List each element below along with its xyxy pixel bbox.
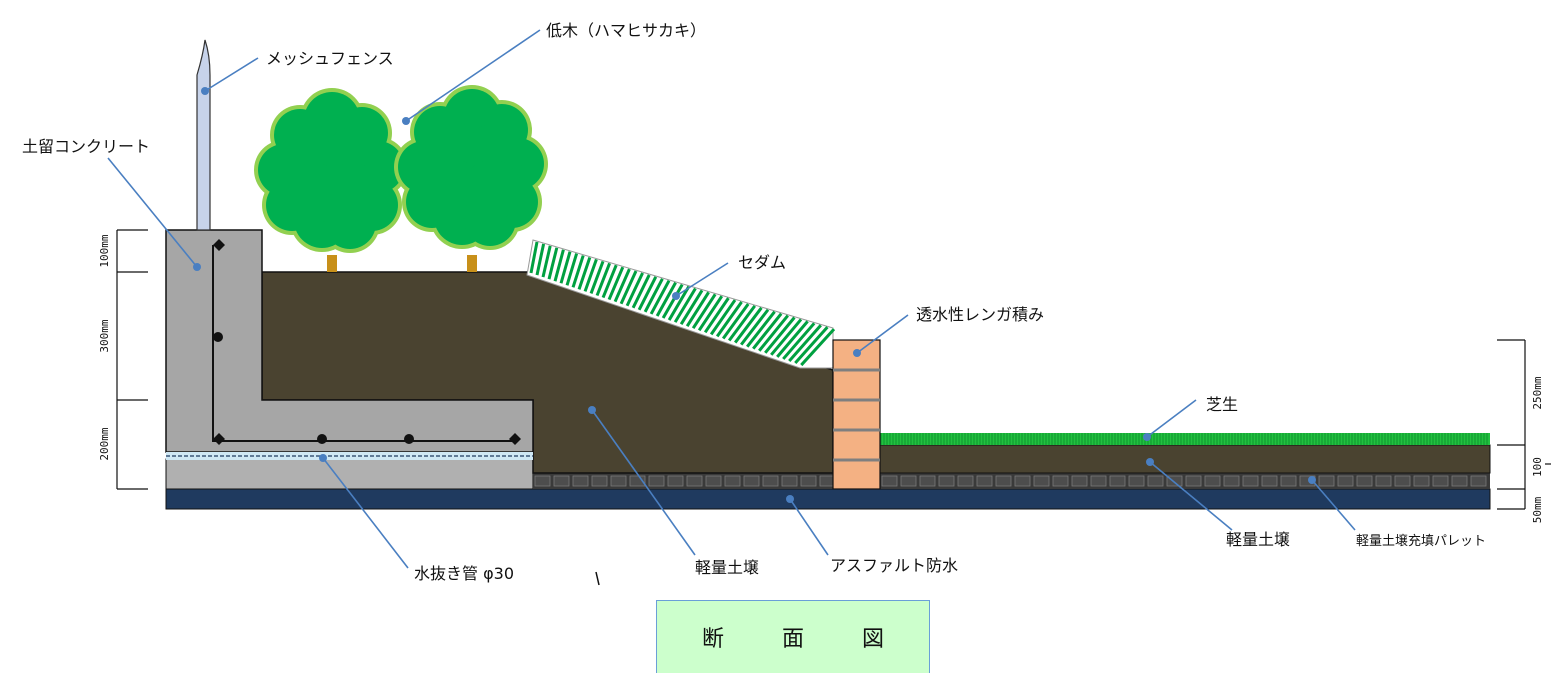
pallet-cell xyxy=(781,475,798,487)
stray-mark xyxy=(595,571,600,586)
pallet-cell xyxy=(1261,475,1278,487)
dim-label-250mm: 250mm xyxy=(1531,376,1544,409)
dim-label-100: 100 xyxy=(1531,457,1544,477)
pallet-cell xyxy=(591,475,608,487)
soil-pallet-layer-right xyxy=(880,473,1490,489)
label-lightweight-soil-right: 軽量土壌 xyxy=(1226,530,1290,549)
rebar-l-shape xyxy=(212,245,517,442)
pallet-cell xyxy=(705,475,722,487)
dimension-right xyxy=(1497,339,1551,510)
concrete-base-layer xyxy=(165,458,534,490)
pallet-cell xyxy=(919,475,936,487)
pallet-cell xyxy=(762,475,779,487)
soil-pallet-cells xyxy=(534,475,1487,487)
pallet-cell xyxy=(667,475,684,487)
pallet-cell xyxy=(629,475,646,487)
pallet-cell xyxy=(1166,475,1183,487)
pallet-cell xyxy=(1413,475,1430,487)
low-tree-right xyxy=(394,85,548,272)
pallet-cell xyxy=(957,475,974,487)
rebar-dots xyxy=(213,239,521,445)
pallet-cell xyxy=(1185,475,1202,487)
pallet-cell xyxy=(1052,475,1069,487)
leader-lines xyxy=(107,29,1356,569)
asphalt-waterproofing-layer xyxy=(165,488,1491,510)
rebar-diamond xyxy=(509,433,521,445)
rebar-dot xyxy=(317,434,327,444)
rebar-dot xyxy=(213,332,223,342)
pallet-cell xyxy=(648,475,665,487)
pallet-cell xyxy=(995,475,1012,487)
pallet-cell xyxy=(1394,475,1411,487)
label-soil-pallet: 軽量土壌充填パレット xyxy=(1356,533,1486,549)
pallet-cell xyxy=(1147,475,1164,487)
rebar-dot xyxy=(404,434,414,444)
pallet-cell xyxy=(1109,475,1126,487)
pallet-cell xyxy=(1470,475,1487,487)
pallet-cell xyxy=(976,475,993,487)
brick-joints xyxy=(833,368,880,462)
pallet-cell xyxy=(1356,475,1373,487)
pallet-cell xyxy=(1014,475,1031,487)
label-low-tree: 低木（ハマヒサカキ） xyxy=(546,21,706,40)
pallet-cell xyxy=(1223,475,1240,487)
mesh-fence-post xyxy=(196,39,211,231)
dimension-left xyxy=(116,229,148,490)
pallet-cell xyxy=(1242,475,1259,487)
low-tree-left xyxy=(254,88,408,272)
pallet-cell xyxy=(1432,475,1449,487)
pallet-cell xyxy=(1280,475,1297,487)
label-drain-pipe: 水抜き管 φ30 xyxy=(414,564,514,583)
diagram-title: 断 面 図 xyxy=(701,627,902,652)
title-box: 断 面 図 xyxy=(656,600,930,673)
pallet-cell xyxy=(881,475,898,487)
pallet-cell xyxy=(1033,475,1050,487)
rebar-diamond xyxy=(213,239,225,251)
pallet-cell xyxy=(1337,475,1354,487)
tree-trunk xyxy=(467,255,477,272)
pallet-cell xyxy=(1318,475,1335,487)
dim-label-300mm: 300mm xyxy=(98,319,111,352)
lawn-blades xyxy=(880,433,1488,445)
pallet-cell xyxy=(1071,475,1088,487)
pallet-cell xyxy=(534,475,551,487)
tree-trunk xyxy=(327,255,337,272)
rebar-diamond xyxy=(213,433,225,445)
permeable-brick-wall xyxy=(832,339,881,490)
pallet-cell xyxy=(572,475,589,487)
label-asphalt-waterproofing: アスファルト防水 xyxy=(830,556,958,575)
label-permeable-brick: 透水性レンガ積み xyxy=(916,305,1044,324)
pallet-cell xyxy=(1375,475,1392,487)
pallet-cell xyxy=(686,475,703,487)
lawn-layer xyxy=(880,433,1490,445)
label-retaining-concrete: 土留コンクリート xyxy=(22,137,150,156)
pallet-cell xyxy=(1128,475,1145,487)
dim-label-200mm: 200mm xyxy=(98,427,111,460)
pallet-cell xyxy=(610,475,627,487)
pallet-cell xyxy=(800,475,817,487)
pallet-cell xyxy=(1451,475,1468,487)
label-lawn: 芝生 xyxy=(1206,395,1238,414)
pallet-cell xyxy=(1090,475,1107,487)
sedum-stripes xyxy=(529,241,836,367)
pallet-cell xyxy=(724,475,741,487)
pallet-cell xyxy=(553,475,570,487)
pallet-cell xyxy=(900,475,917,487)
pallet-cell xyxy=(938,475,955,487)
label-lightweight-soil-left: 軽量土壌 xyxy=(695,558,759,577)
pallet-cell xyxy=(743,475,760,487)
dim-label-100mm: 100mm xyxy=(98,234,111,267)
label-mesh-fence: メッシュフェンス xyxy=(266,49,394,68)
pallet-cell xyxy=(1204,475,1221,487)
label-sedum: セダム xyxy=(738,253,786,272)
dim-label-50mm: 50mm xyxy=(1531,496,1544,523)
lightweight-soil-right xyxy=(879,444,1491,474)
